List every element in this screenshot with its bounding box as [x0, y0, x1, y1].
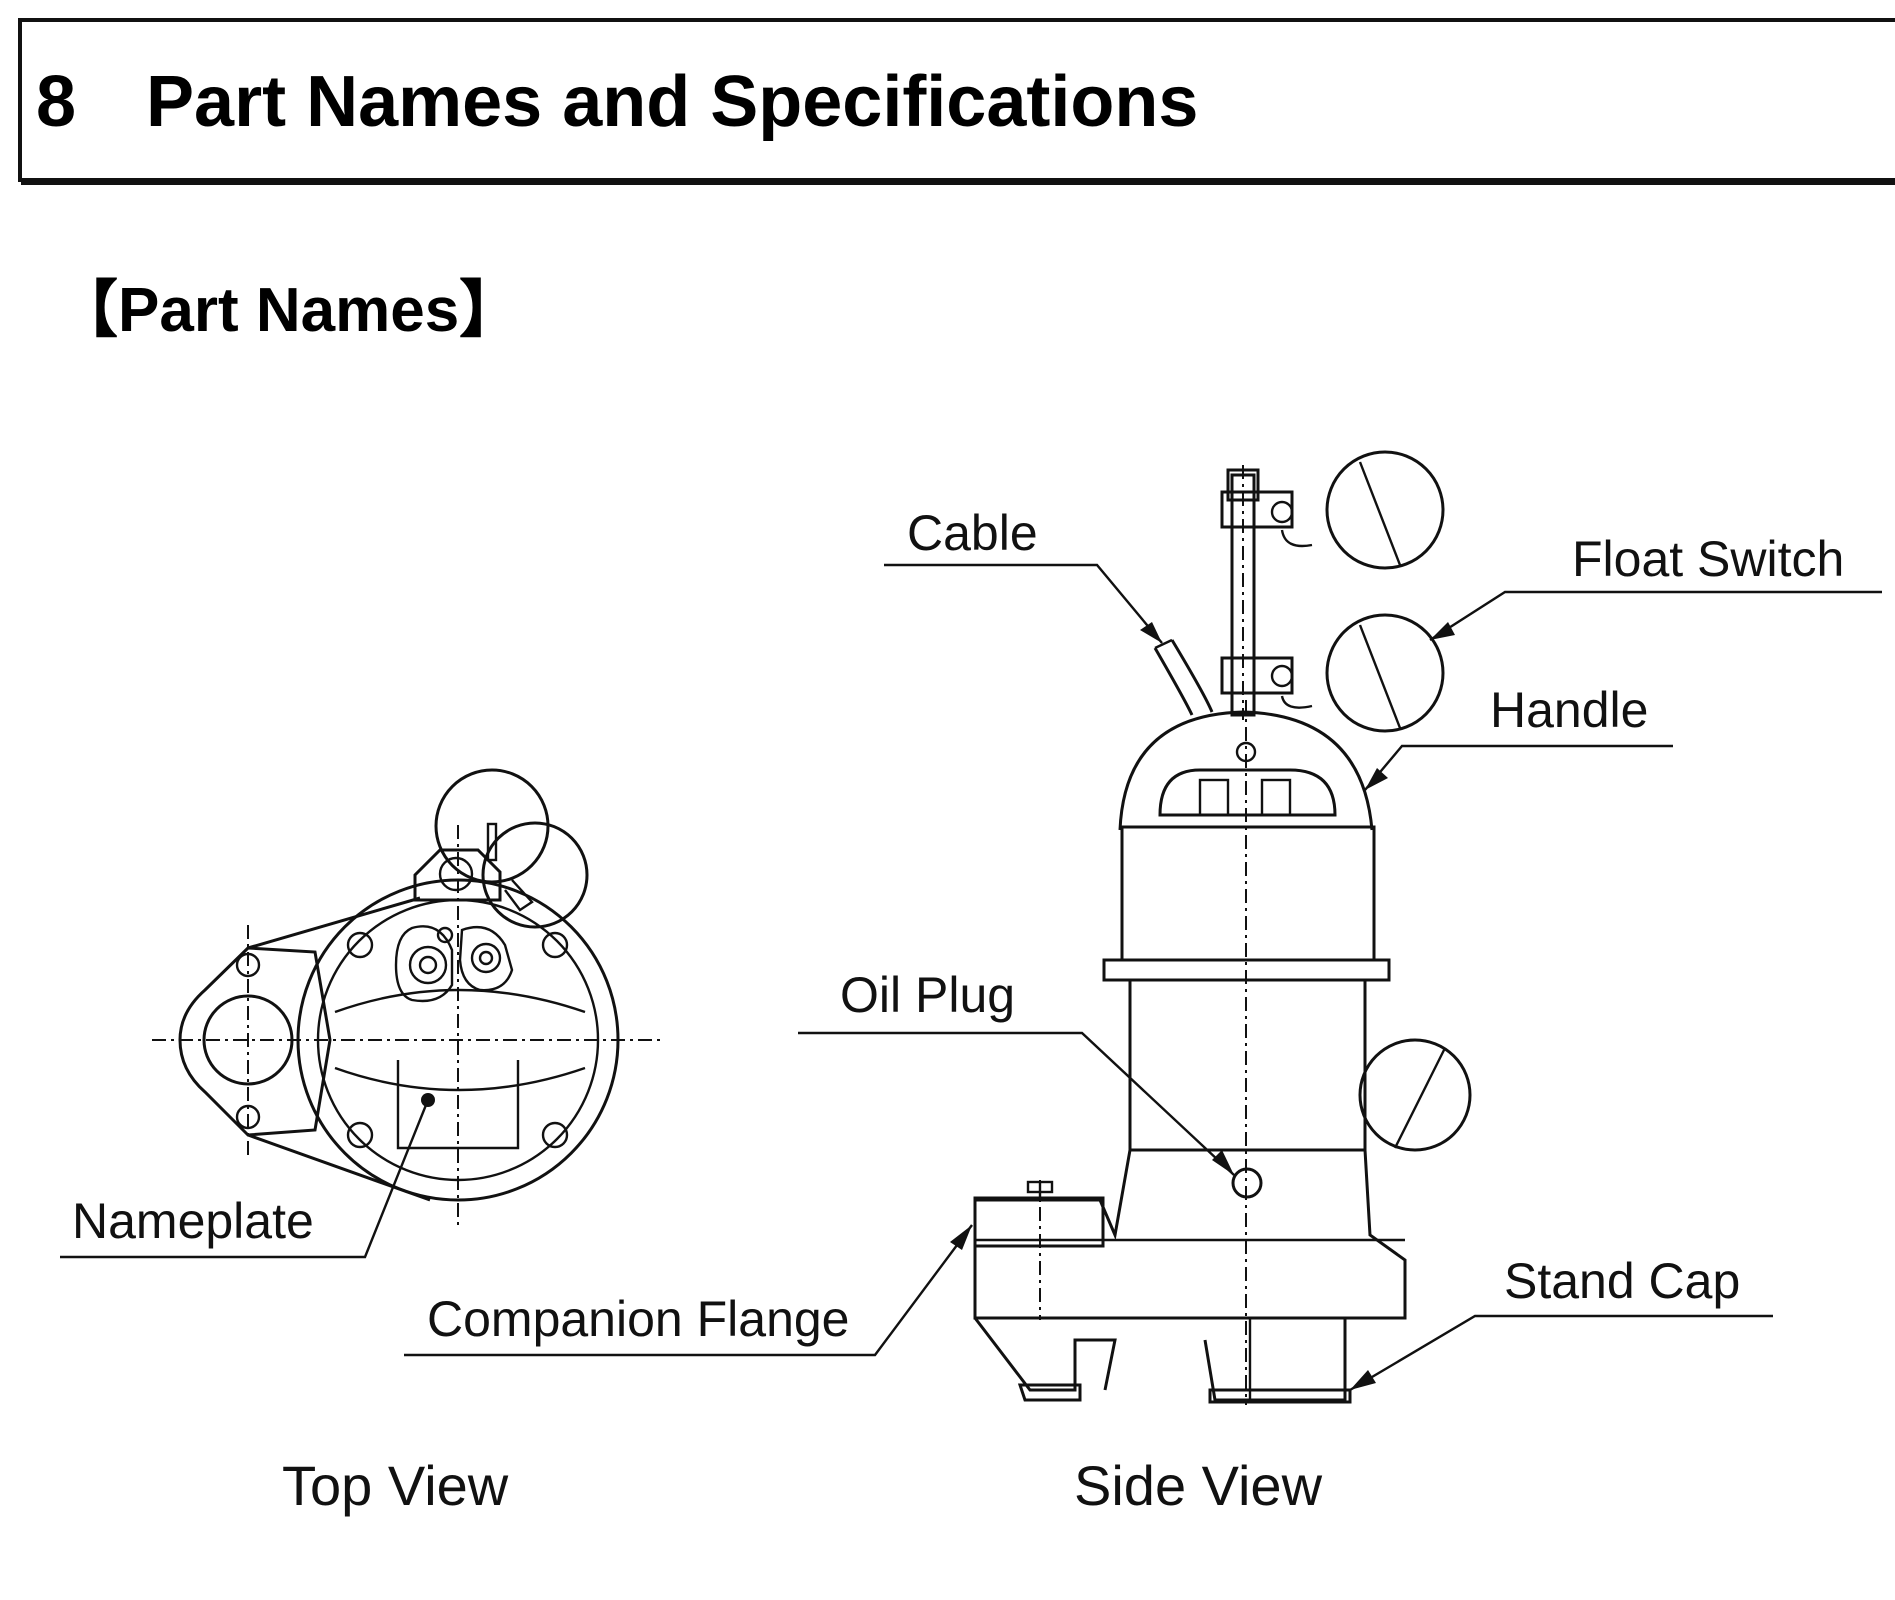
- companion-flange-leader: [404, 1224, 973, 1357]
- upper-float-cord: [1280, 529, 1313, 548]
- handle-label: Handle: [1490, 682, 1648, 738]
- top-bracket: [413, 848, 502, 902]
- float-switch-label: Float Switch: [1572, 531, 1844, 587]
- side-float-mark: [1393, 1047, 1447, 1149]
- upper-float-mark: [1358, 461, 1402, 566]
- side-view-drawing: [973, 450, 1472, 1405]
- top-flange: [178, 946, 332, 1137]
- top-fitting-left-ring: [408, 945, 448, 985]
- section-number: 8: [36, 62, 77, 142]
- terminal-left: [1198, 778, 1230, 817]
- lower-float-mark: [1358, 624, 1402, 729]
- top-inner-arc-lower: [334, 1066, 586, 1092]
- nameplate-label: Nameplate: [72, 1193, 314, 1249]
- top-fitting-right-core: [478, 950, 494, 966]
- top-bracket-hole: [438, 856, 474, 892]
- top-fitting-right: [458, 925, 514, 992]
- float-switch-arrow: [1430, 622, 1455, 640]
- lower-float: [1325, 613, 1445, 733]
- top-nameplate-box: [396, 1060, 520, 1150]
- cable-arrow: [1140, 622, 1162, 643]
- lower-float-cord: [1280, 695, 1313, 709]
- section-header: 8 Part Names and Specifications: [18, 18, 1895, 182]
- top-bracket-post: [486, 822, 498, 862]
- top-fitting-left: [394, 925, 454, 1003]
- side-float: [1358, 1038, 1472, 1152]
- top-fitting-right-ring: [470, 942, 502, 974]
- cable-label: Cable: [907, 505, 1038, 561]
- upper-clamp-ring: [1270, 500, 1294, 524]
- oil-plug-label: Oil Plug: [840, 967, 1015, 1023]
- oil-plug-arrow: [1212, 1150, 1234, 1175]
- side-view-label: Side View: [1074, 1454, 1323, 1517]
- motor-lower: [1128, 978, 1367, 1152]
- stand-cap: [1208, 1388, 1352, 1404]
- handle-opening: [1158, 768, 1337, 817]
- top-fitting-small: [436, 926, 454, 944]
- top-fitting-left-core: [418, 955, 438, 975]
- top-bolt-1: [346, 931, 374, 959]
- cable: [1153, 647, 1194, 716]
- nameplate-leader: [60, 1099, 430, 1259]
- top-view-label: Top View: [282, 1454, 509, 1517]
- oil-plug-leader: [798, 1031, 1235, 1176]
- motor-upper: [1120, 825, 1376, 962]
- upper-float: [1325, 450, 1445, 570]
- top-inner-arc-upper: [334, 988, 586, 1014]
- companion-flange-arrow: [950, 1225, 972, 1250]
- terminal-right: [1260, 778, 1292, 817]
- foot-left: [1017, 1383, 1082, 1402]
- top-bracket-strap: [504, 879, 534, 912]
- base-mid: [1203, 1318, 1347, 1402]
- stand-cap-leader: [1349, 1314, 1773, 1392]
- top-view-drawing: [60, 768, 662, 1259]
- top-bolt-2: [541, 931, 569, 959]
- cable-end: [1154, 638, 1173, 650]
- top-float-lower: [481, 821, 589, 929]
- lower-clamp-ring: [1270, 664, 1294, 688]
- leader-lines: [404, 563, 1882, 1392]
- top-bolt-3: [346, 1121, 374, 1149]
- base-left: [973, 1317, 1117, 1392]
- part-names-heading: 【Part Names】: [56, 276, 522, 345]
- cable-leader: [884, 563, 1163, 644]
- handle-leader: [1364, 744, 1673, 791]
- stand-cap-arrow: [1350, 1370, 1376, 1390]
- companion-flange-label: Companion Flange: [427, 1291, 850, 1347]
- top-bolt-4: [541, 1121, 569, 1149]
- top-tangent-upper: [247, 896, 421, 950]
- cable-edge: [1170, 639, 1214, 713]
- pump-casing: [973, 1148, 1407, 1320]
- handle-arrow: [1365, 768, 1388, 790]
- stand-cap-label: Stand Cap: [1504, 1253, 1740, 1309]
- float-switch-leader: [1429, 590, 1882, 642]
- section-title: Part Names and Specifications: [146, 62, 1199, 142]
